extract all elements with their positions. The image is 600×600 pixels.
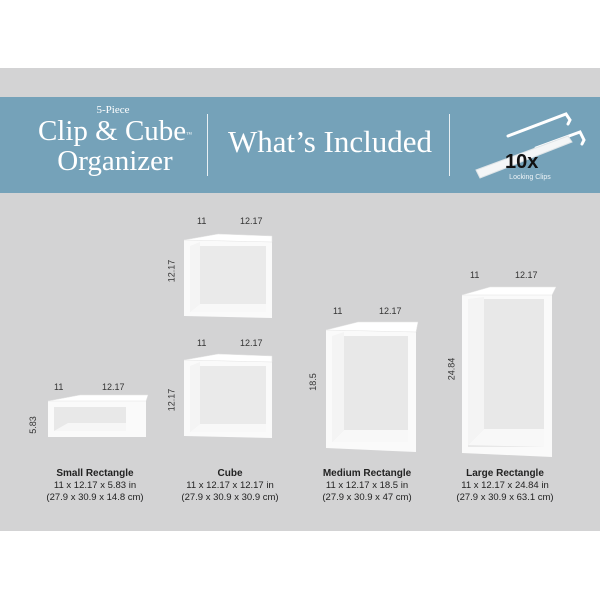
product-size-cm: (27.9 x 30.9 x 30.9 cm)	[181, 492, 279, 503]
large-rectangle-height: 24.84	[446, 357, 457, 381]
large-rectangle-label: Large Rectangle 11 x 12.17 x 24.84 in (2…	[430, 468, 580, 504]
product-size-in: 11 x 12.17 x 24.84 in	[461, 480, 549, 491]
cube-top-height: 12.17	[166, 259, 177, 283]
medium-rectangle-image	[325, 321, 419, 452]
product-name: Small Rectangle	[56, 468, 134, 479]
product-size-in: 11 x 12.17 x 18.5 in	[325, 480, 409, 491]
title-line2: Organizer	[57, 145, 173, 177]
small-rectangle-depth: 11	[54, 382, 64, 392]
medium-rectangle-height: 18.5	[307, 373, 318, 391]
medium-rectangle-label: Medium Rectangle 11 x 12.17 x 18.5 in (2…	[292, 468, 442, 504]
small-rectangle-width: 12.17	[102, 382, 125, 392]
clip-count: 10x	[505, 151, 539, 173]
cube-height: 12.17	[166, 388, 177, 412]
small-rectangle-label: Small Rectangle 11 x 12.17 x 5.83 in (27…	[20, 468, 170, 504]
small-rectangle-image	[47, 394, 149, 437]
medium-rectangle-depth: 11	[333, 306, 343, 316]
product-size-in: 11 x 12.17 x 5.83 in	[53, 480, 137, 491]
trademark: ™	[186, 132, 193, 138]
cube-top-width: 12.17	[240, 216, 263, 226]
header-banner	[0, 97, 600, 193]
clip-label: Locking Clips	[509, 174, 551, 181]
product-title: Clip & Cube™ Organizer	[30, 116, 200, 176]
pretitle: 5-Piece	[96, 104, 130, 116]
product-size-cm: (27.9 x 30.9 x 63.1 cm)	[456, 492, 554, 503]
cube-width: 12.17	[240, 338, 263, 348]
divider	[207, 114, 208, 176]
product-size-cm: (27.9 x 30.9 x 14.8 cm)	[46, 492, 144, 503]
product-size-cm: (27.9 x 30.9 x 47 cm)	[322, 492, 412, 503]
product-name: Large Rectangle	[466, 468, 544, 479]
medium-rectangle-width: 12.17	[379, 306, 402, 316]
cube-top-depth: 11	[197, 216, 207, 226]
title-line1: Clip & Cube	[37, 115, 187, 147]
product-name: Medium Rectangle	[322, 468, 412, 479]
product-name: Cube	[217, 468, 243, 479]
small-rectangle-height: 5.83	[27, 416, 38, 434]
large-rectangle-image	[461, 286, 557, 457]
divider	[449, 114, 450, 176]
large-rectangle-width: 12.17	[515, 270, 538, 280]
section-title: What’s Included	[228, 124, 433, 159]
cube-label: Cube 11 x 12.17 x 12.17 in (27.9 x 30.9 …	[155, 468, 305, 504]
large-rectangle-depth: 11	[470, 270, 480, 280]
cube-image	[183, 353, 273, 438]
product-size-in: 11 x 12.17 x 12.17 in	[186, 480, 274, 491]
cube-top-image	[183, 233, 273, 318]
locking-clip-icon	[475, 112, 586, 179]
cube-depth: 11	[197, 338, 207, 348]
